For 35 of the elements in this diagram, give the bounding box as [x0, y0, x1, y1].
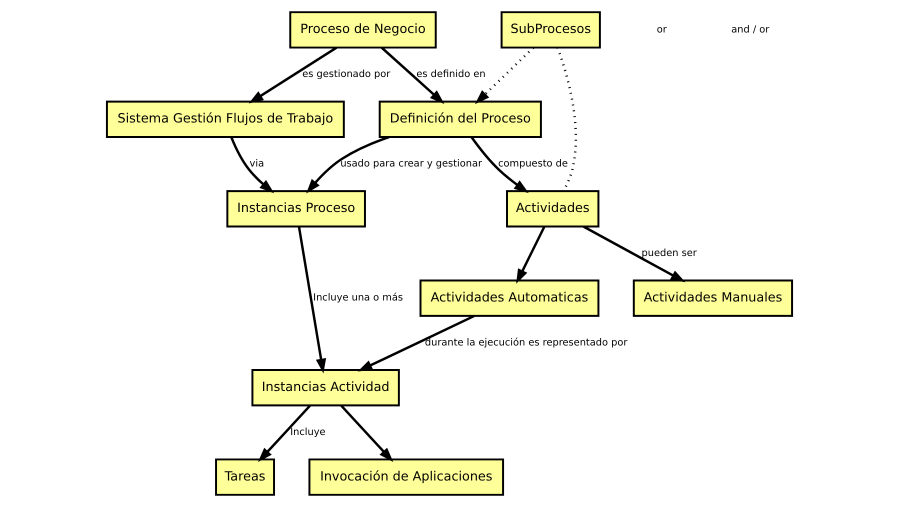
node-box: Actividades Manuales — [632, 280, 794, 317]
edge-label: Incluye — [290, 426, 326, 438]
arrow — [516, 226, 546, 284]
arrow — [340, 404, 394, 462]
node-box: Instancias Actividad — [251, 369, 400, 406]
arrow — [358, 314, 475, 372]
arrow — [583, 226, 686, 282]
node-box: Invocación de Aplicaciones — [308, 458, 504, 496]
edge-label: es definido en — [416, 69, 486, 80]
edge-label: durante la ejecución es representado por — [424, 337, 628, 348]
arrow — [258, 404, 311, 462]
node-box: Definición del Proceso — [378, 100, 542, 138]
node-box: SubProcesos — [500, 11, 601, 49]
arrow — [306, 136, 390, 194]
edge-label: usado para crear y gestionar — [340, 158, 482, 170]
label: and / or — [731, 24, 770, 36]
node-box: Proceso de Negocio — [289, 11, 437, 49]
edge-label: compuesto de — [498, 158, 568, 170]
node-box: Tareas — [215, 458, 276, 496]
node-box: Instancias Proceso — [226, 190, 366, 228]
arrow — [298, 226, 326, 374]
edge-label: Incluye una o más — [313, 292, 403, 304]
node-box: Actividades — [506, 190, 600, 228]
label: or — [656, 24, 667, 36]
edge-label: pueden ser — [642, 248, 697, 259]
arrow — [230, 136, 274, 194]
edge-label: via — [250, 158, 264, 170]
node-box: Sistema Gestión Flujos de Trabajo — [106, 100, 345, 138]
arrow — [470, 136, 529, 194]
arrow — [248, 46, 338, 104]
edge-label: es gestionado por — [302, 69, 390, 80]
arrow — [380, 46, 444, 104]
connector — [556, 47, 578, 192]
arrow — [475, 46, 534, 104]
node-box: Actividades Automaticas — [420, 280, 600, 317]
